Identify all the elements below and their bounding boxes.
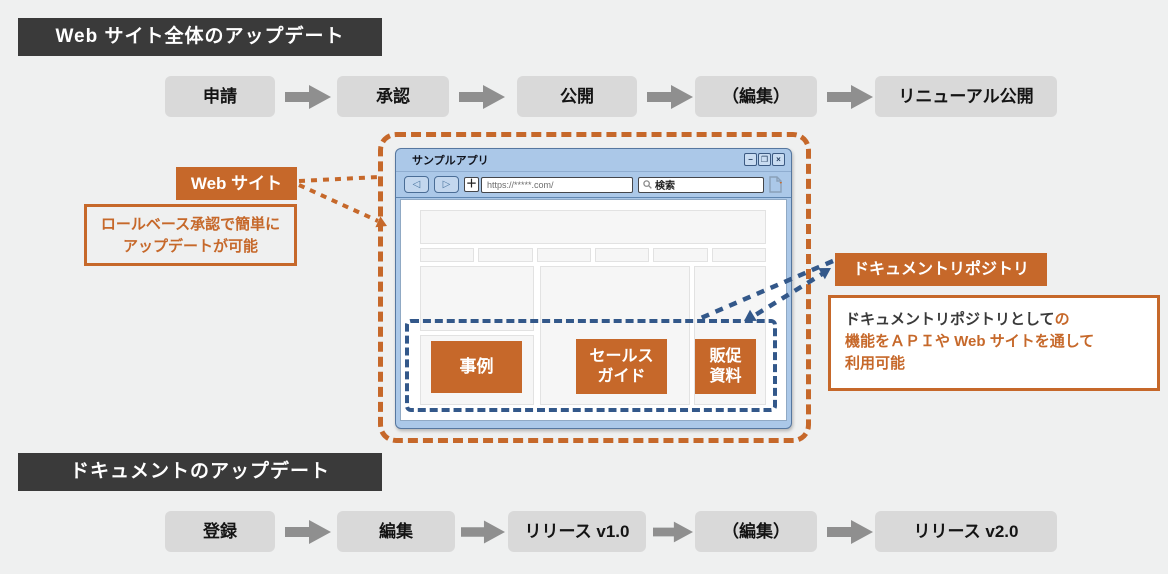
doc-update-banner: ドキュメントのアップデート [18, 453, 382, 491]
website-connector-line [298, 175, 380, 183]
nav-cell [711, 248, 766, 262]
minimize-icon[interactable]: − [744, 153, 757, 166]
flow-arrow-icon [827, 520, 873, 544]
flow-step-edit: （編集） [695, 76, 817, 117]
url-group: ＋ https://*****.com/ [464, 176, 633, 193]
flow-arrow-icon [461, 520, 505, 544]
flow-step-release-v1: リリース v1.0 [508, 511, 646, 552]
flow-step-edit-doc: 編集 [337, 511, 455, 552]
nav-cell [653, 248, 708, 262]
site-update-banner: Web サイト全体のアップデート [18, 18, 382, 56]
nav-cell [536, 248, 591, 262]
flow-arrow-icon [827, 85, 873, 109]
flow-arrow-icon [647, 85, 693, 109]
browser-toolbar: ◁ ▷ ＋ https://*****.com/ 検索 [396, 171, 791, 198]
close-icon[interactable]: × [772, 153, 785, 166]
search-input[interactable]: 検索 [638, 176, 764, 193]
window-controls: − ❐ × [744, 153, 785, 166]
sales-guide-button[interactable]: セールス ガイド [576, 339, 667, 394]
flow-arrow-icon [653, 520, 693, 544]
flow-step-publish: 公開 [517, 76, 637, 117]
page-icon[interactable] [769, 176, 783, 193]
nav-cell [420, 248, 475, 262]
repository-note-dark-text: ドキュメントリポジトリとして [845, 311, 1055, 328]
promo-materials-button[interactable]: 販促 資料 [695, 339, 756, 394]
window-title: サンプルアプリ [412, 155, 489, 167]
flow-step-register: 登録 [165, 511, 275, 552]
back-icon[interactable]: ◁ [404, 176, 429, 193]
flow-arrow-icon [285, 85, 331, 109]
nav-cell [478, 248, 533, 262]
url-field[interactable]: https://*****.com/ [481, 176, 633, 193]
repository-note: ドキュメントリポジトリとしての 機能をＡＰＩや Web サイトを通して 利用可能 [828, 295, 1160, 391]
repository-note-orange-text: の 機能をＡＰＩや Web サイトを通して 利用可能 [845, 311, 1095, 372]
browser-titlebar: サンプルアプリ − ❐ × [396, 149, 791, 171]
nav-cell [594, 248, 650, 262]
search-label: 検索 [655, 181, 675, 192]
flow-step-apply: 申請 [165, 76, 275, 117]
flow-step-release-v2: リリース v2.0 [875, 511, 1057, 552]
content-placeholder-navrow [420, 248, 766, 262]
content-placeholder-header [420, 210, 766, 244]
maximize-icon[interactable]: ❐ [758, 153, 771, 166]
repository-connector-arrowhead [818, 268, 831, 280]
case-studies-button[interactable]: 事例 [431, 341, 522, 393]
website-connector-line [298, 183, 379, 223]
add-tab-icon[interactable]: ＋ [464, 177, 479, 192]
forward-icon[interactable]: ▷ [434, 176, 459, 193]
website-label: Web サイト [176, 167, 297, 200]
repository-label: ドキュメントリポジトリ [835, 253, 1047, 286]
repository-dashed-frame [405, 319, 777, 412]
flow-step-edit-doc2: （編集） [695, 511, 817, 552]
flow-arrow-icon [459, 85, 505, 109]
flow-arrow-icon [285, 520, 331, 544]
flow-step-approve: 承認 [337, 76, 449, 117]
flow-step-renewal-publish: リニューアル公開 [875, 76, 1057, 117]
website-note: ロールベース承認で簡単に アップデートが可能 [84, 204, 297, 266]
search-icon [643, 180, 652, 189]
